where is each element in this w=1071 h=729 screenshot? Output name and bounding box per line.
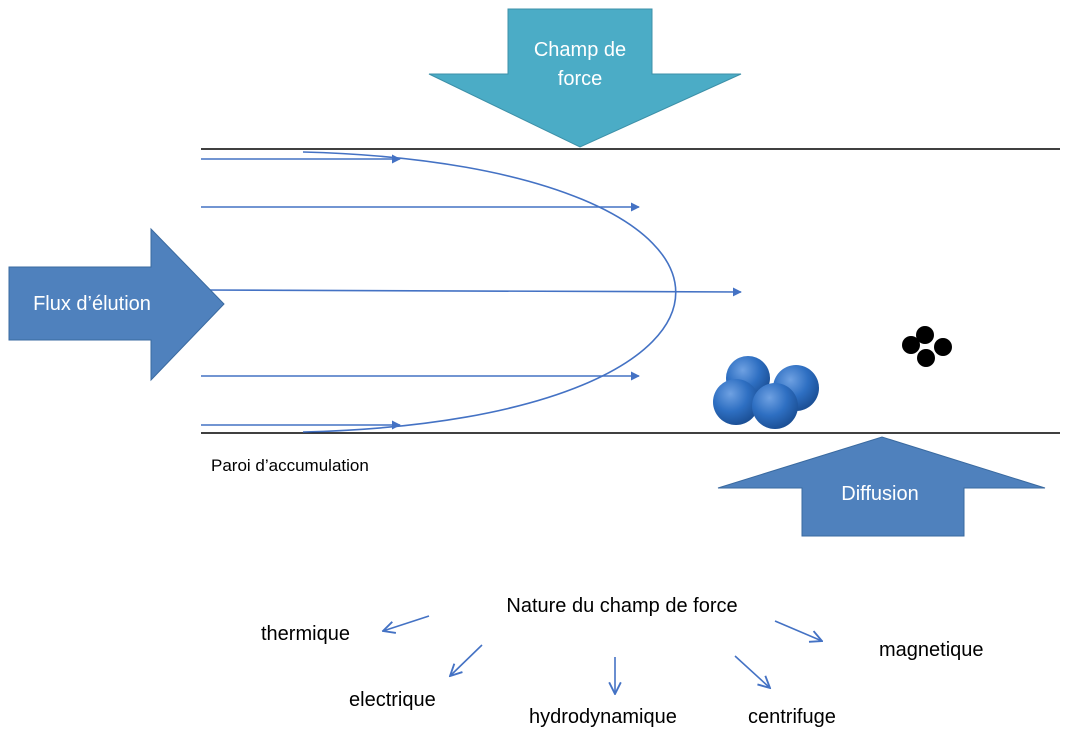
champ-label-line2: force xyxy=(558,68,602,90)
champ-label-line1: Champ de xyxy=(534,39,626,61)
large-particles xyxy=(713,356,819,429)
flux-label: Flux d’élution xyxy=(33,293,151,315)
arrow-to-thermique xyxy=(383,615,430,631)
arrow-to-electrique xyxy=(450,644,483,676)
diffusion-arrow: Diffusion xyxy=(717,436,1046,537)
particle-small xyxy=(917,349,935,367)
particle-small xyxy=(916,326,934,344)
label-magnetique: magnetique xyxy=(879,639,984,661)
particle-large xyxy=(713,379,759,425)
flow-arrows xyxy=(200,154,742,430)
diffusion-label: Diffusion xyxy=(841,483,918,505)
paroi-label: Paroi d’accumulation xyxy=(211,456,369,475)
arrow-to-centrifuge xyxy=(734,655,770,688)
label-centrifuge: centrifuge xyxy=(748,706,836,728)
label-electrique: electrique xyxy=(349,689,436,711)
flow-arrow xyxy=(200,287,742,297)
label-thermique: thermique xyxy=(261,623,350,645)
flux-elution-arrow: Flux d’élution xyxy=(8,227,225,382)
small-particles xyxy=(902,326,952,367)
arrow-to-magnetique xyxy=(774,620,822,641)
branch-arrows xyxy=(383,615,822,694)
label-hydrodynamique: hydrodynamique xyxy=(529,706,677,728)
champ-de-force-arrow: Champ de force xyxy=(428,8,742,148)
nature-heading: Nature du champ de force xyxy=(506,595,737,617)
particle-large xyxy=(752,383,798,429)
particle-small xyxy=(934,338,952,356)
particle-small xyxy=(902,336,920,354)
